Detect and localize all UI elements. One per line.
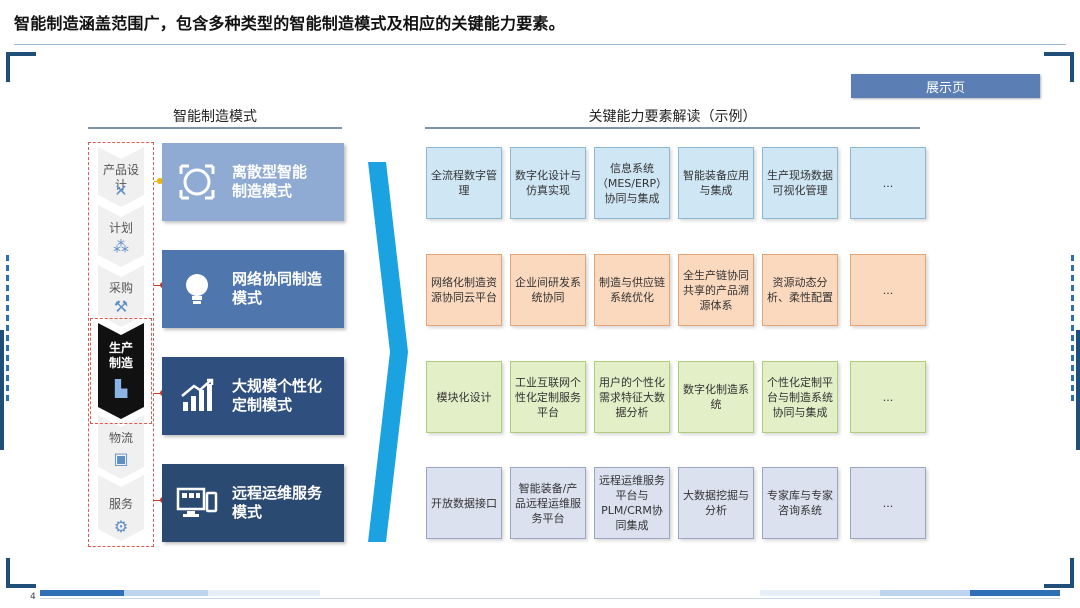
mode-label-line2: 模式	[232, 503, 263, 521]
frame-side-dash-left	[6, 255, 9, 405]
frame-corner-bottom-left	[6, 558, 36, 588]
frame-corner-top-left	[6, 52, 36, 82]
truck-icon: ▣	[113, 449, 129, 468]
capability-card[interactable]: 生产现场数据可视化管理	[762, 147, 838, 219]
capability-card[interactable]: 数字化设计与仿真实现	[510, 147, 586, 219]
capability-card[interactable]: 工业互联网个性化定制服务平台	[510, 361, 586, 433]
mode-label-line1: 远程运维服务	[232, 484, 323, 502]
mode-discrete-manufacturing[interactable]: 离散型智能制造模式	[162, 143, 344, 221]
stage-label: 服务	[108, 497, 133, 511]
mode-label-line2: 定制模式	[232, 396, 293, 414]
mode-remote-maintenance[interactable]: 远程运维服务模式	[162, 464, 344, 542]
stage-product-design[interactable]: 产品设计 ✕	[98, 147, 144, 207]
capability-card[interactable]: 开放数据接口	[426, 467, 502, 539]
stage-service[interactable]: 服务 ⚙	[98, 475, 144, 541]
remote-monitor-icon	[162, 483, 232, 523]
shopping-icon: ⚒	[113, 297, 129, 316]
stage-label: 采购	[108, 281, 133, 295]
capability-card[interactable]: 网络化制造资源协同云平台	[426, 254, 502, 326]
mode-mass-customization[interactable]: 大规模个性化定制模式	[162, 357, 344, 435]
mode-label-line2: 模式	[232, 289, 263, 307]
frame-corner-top-right	[1044, 52, 1074, 82]
title-divider	[14, 44, 1066, 45]
stage-label: 计划	[108, 221, 133, 235]
stage-label: 产品设计	[102, 163, 139, 192]
capability-card[interactable]: 数字化制造系统	[678, 361, 754, 433]
capability-card[interactable]: 制造与供应链系统优化	[594, 254, 670, 326]
value-chain-stages: 产品设计 ✕ 计划 ⁂ 采购 ⚒ 生产制造 ▙ 物流 ▣ 服务 ⚙	[88, 142, 154, 547]
lightbulb-icon	[162, 269, 232, 309]
expand-frame-icon	[162, 162, 232, 202]
frame-corner-bottom-right	[1044, 558, 1074, 588]
pencil-ruler-icon: ✕	[114, 181, 128, 200]
stage-production[interactable]: 生产制造 ▙	[98, 323, 144, 419]
active-stage-highlight	[90, 318, 152, 424]
wrench-icon: ⚙	[113, 517, 129, 536]
capability-card[interactable]: 远程运维服务平台与PLM/CRM协同集成	[594, 467, 670, 539]
mode-label-line1: 离散型智能	[232, 163, 308, 181]
capability-card[interactable]: 大数据挖掘与分析	[678, 467, 754, 539]
show-page-button[interactable]: 展示页	[851, 74, 1040, 98]
mode-network-collaboration[interactable]: 网络协同制造模式	[162, 250, 344, 328]
page-number: 4	[30, 592, 36, 602]
network-grid-icon: ⁂	[113, 237, 129, 256]
capability-card[interactable]: 资源动态分析、柔性配置	[762, 254, 838, 326]
growth-chart-icon	[162, 376, 232, 416]
capability-card[interactable]: 智能装备应用与集成	[678, 147, 754, 219]
mode-label-line1: 网络协同制造	[232, 270, 323, 288]
footer-rule	[40, 598, 1060, 599]
frame-side-dash-right	[1071, 255, 1074, 405]
capability-card[interactable]: 全生产链协同共享的产品溯源体系	[678, 254, 754, 326]
capability-card[interactable]: 个性化定制平台与制造系统协同与集成	[762, 361, 838, 433]
capability-card-more[interactable]: ...	[850, 361, 926, 433]
stage-logistics[interactable]: 物流 ▣	[98, 415, 144, 479]
stage-label: 物流	[108, 431, 133, 445]
capability-card[interactable]: 用户的个性化需求特征大数据分析	[594, 361, 670, 433]
footer-stripe-right	[760, 590, 1060, 596]
capability-card[interactable]: 专家库与专家咨询系统	[762, 467, 838, 539]
capability-card[interactable]: 信息系统（MES/ERP）协同与集成	[594, 147, 670, 219]
factory-icon: ▙	[114, 379, 128, 398]
chevron-right-icon	[368, 162, 410, 546]
capability-card[interactable]: 智能装备/产品远程运维服务平台	[510, 467, 586, 539]
slide-title: 智能制造涵盖范围广，包含多种类型的智能制造模式及相应的关键能力要素。	[14, 14, 565, 33]
capability-card-more[interactable]: ...	[850, 147, 926, 219]
capability-card[interactable]: 企业间研发系统协同	[510, 254, 586, 326]
frame-side-bar-left	[0, 330, 4, 450]
connector-dot	[157, 178, 163, 184]
modes-heading: 智能制造模式	[173, 109, 257, 125]
modes-heading-rule	[88, 127, 342, 129]
capability-card-more[interactable]: ...	[850, 254, 926, 326]
stage-label: 生产制造	[108, 341, 133, 370]
footer-stripe-left	[40, 590, 320, 596]
stage-plan[interactable]: 计划 ⁂	[98, 205, 144, 267]
capability-card-more[interactable]: ...	[850, 467, 926, 539]
frame-side-bar-right	[1076, 330, 1080, 450]
capability-card[interactable]: 全流程数字管理	[426, 147, 502, 219]
capabilities-heading-rule	[425, 127, 920, 129]
capability-card[interactable]: 模块化设计	[426, 361, 502, 433]
mode-label-line2: 制造模式	[232, 182, 293, 200]
capabilities-heading: 关键能力要素解读（示例）	[588, 109, 757, 125]
mode-label-line1: 大规模个性化	[232, 377, 323, 395]
